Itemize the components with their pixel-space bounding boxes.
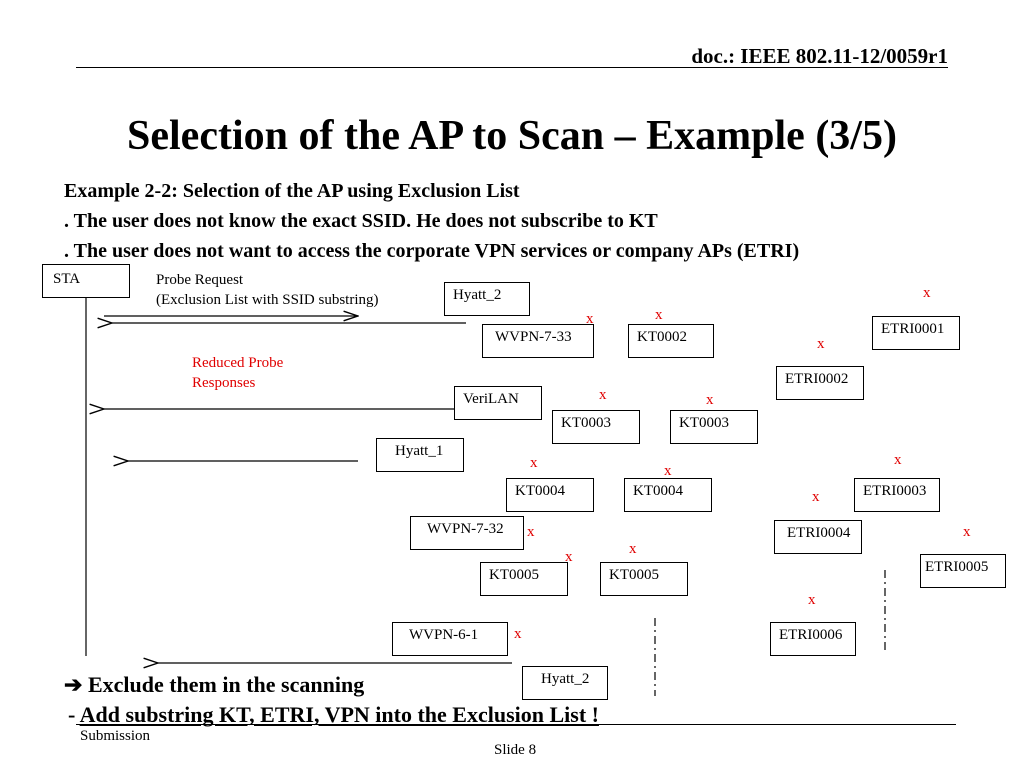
exclude-mark: x: [629, 541, 637, 557]
exclude-mark: x: [655, 307, 663, 323]
exclude-mark: x: [586, 311, 594, 327]
ap-box-wvpn-6-1: WVPN-6-1: [392, 622, 508, 656]
exclude-mark: x: [514, 626, 522, 642]
ap-label: ETRI0004: [787, 525, 851, 541]
ap-label: Hyatt_1: [395, 443, 444, 459]
right-arrow-icon: ➔: [64, 672, 83, 697]
ap-box-etri0003: ETRI0003: [854, 478, 940, 512]
ap-label: ETRI0006: [779, 627, 843, 643]
exclude-mark: x: [565, 549, 573, 565]
footer-submission: Submission: [80, 728, 151, 744]
reduced-probe-sublabel: Responses: [192, 375, 256, 391]
ap-label: VeriLAN: [463, 391, 519, 407]
ap-label: ETRI0002: [785, 371, 849, 387]
header-divider: [76, 67, 948, 68]
ap-label: ETRI0001: [881, 321, 945, 337]
exclude-text: Exclude them in the scanning: [87, 672, 365, 697]
ap-label: ETRI0003: [863, 483, 927, 499]
ap-label: WVPN-6-1: [409, 627, 479, 643]
ap-box-kt0005-b: KT0005: [600, 562, 688, 596]
ap-box-kt0003-a: KT0003: [552, 410, 640, 444]
ap-box-hyatt2-top: Hyatt_2: [444, 282, 530, 316]
ap-box-kt0004-b: KT0004: [624, 478, 712, 512]
ap-box-kt0003-b: KT0003: [670, 410, 758, 444]
body-line-3: . The user does not want to access the c…: [64, 240, 800, 262]
ap-box-kt0002: KT0002: [628, 324, 714, 358]
reduced-probe-label: Reduced Probe: [192, 355, 284, 371]
slide-title: Selection of the AP to Scan – Example (3…: [127, 113, 897, 159]
exclude-mark: x: [530, 455, 538, 471]
exclusion-instruction: - Add substring KT, ETRI, VPN into the E…: [68, 702, 599, 728]
ap-label: KT0003: [679, 415, 729, 431]
ap-label: KT0002: [637, 329, 687, 345]
exclude-mark: x: [817, 336, 825, 352]
ap-label: ETRI0005: [925, 559, 989, 575]
ap-box-hyatt1: Hyatt_1: [376, 438, 464, 472]
sta-label: STA: [53, 271, 81, 287]
ap-box-wvpn-7-32: WVPN-7-32: [410, 516, 524, 550]
ap-box-etri0002: ETRI0002: [776, 366, 864, 400]
exclude-mark: x: [923, 285, 931, 301]
body-line-1: Example 2-2: Selection of the AP using E…: [64, 180, 520, 202]
ap-label: KT0004: [515, 483, 565, 499]
exclude-mark: x: [599, 387, 607, 403]
ap-box-etri0001: ETRI0001: [872, 316, 960, 350]
exclude-conclusion: ➔ Exclude them in the scanning: [64, 672, 364, 698]
exclude-mark: x: [963, 524, 971, 540]
ap-label: KT0005: [609, 567, 659, 583]
exclude-mark: x: [894, 452, 902, 468]
exclude-mark: x: [664, 463, 672, 479]
body-line-2: . The user does not know the exact SSID.…: [64, 210, 658, 232]
ap-box-verilan: VeriLAN: [454, 386, 542, 420]
exclude-mark: x: [706, 392, 714, 408]
ap-box-kt0005-a: KT0005: [480, 562, 568, 596]
ap-box-etri0005: ETRI0005: [920, 554, 1006, 588]
ap-box-hyatt2-bottom: Hyatt_2: [522, 666, 608, 700]
probe-request-sublabel: (Exclusion List with SSID substring): [156, 292, 379, 308]
footer-divider: [76, 724, 956, 725]
doc-id: doc.: IEEE 802.11-12/0059r1: [691, 44, 948, 68]
ap-box-etri0006: ETRI0006: [770, 622, 856, 656]
ap-label: Hyatt_2: [541, 671, 590, 687]
ap-box-kt0004-a: KT0004: [506, 478, 594, 512]
sta-box: STA: [42, 264, 130, 298]
ap-label: KT0004: [633, 483, 683, 499]
ap-box-wvpn-7-33: WVPN-7-33: [482, 324, 594, 358]
ap-label: KT0003: [561, 415, 611, 431]
ap-label: KT0005: [489, 567, 539, 583]
exclude-mark: x: [808, 592, 816, 608]
ap-label: WVPN-7-32: [427, 521, 504, 537]
exclude-mark: x: [812, 489, 820, 505]
ap-label: WVPN-7-33: [495, 329, 572, 345]
ap-label: Hyatt_2: [453, 287, 502, 303]
exclude-mark: x: [527, 524, 535, 540]
exclusion-text: Add substring KT, ETRI, VPN into the Exc…: [79, 702, 599, 727]
dash-prefix: -: [68, 702, 80, 727]
ap-box-etri0004: ETRI0004: [774, 520, 862, 554]
probe-request-label: Probe Request: [156, 272, 244, 288]
footer-slide-number: Slide 8: [494, 742, 537, 758]
